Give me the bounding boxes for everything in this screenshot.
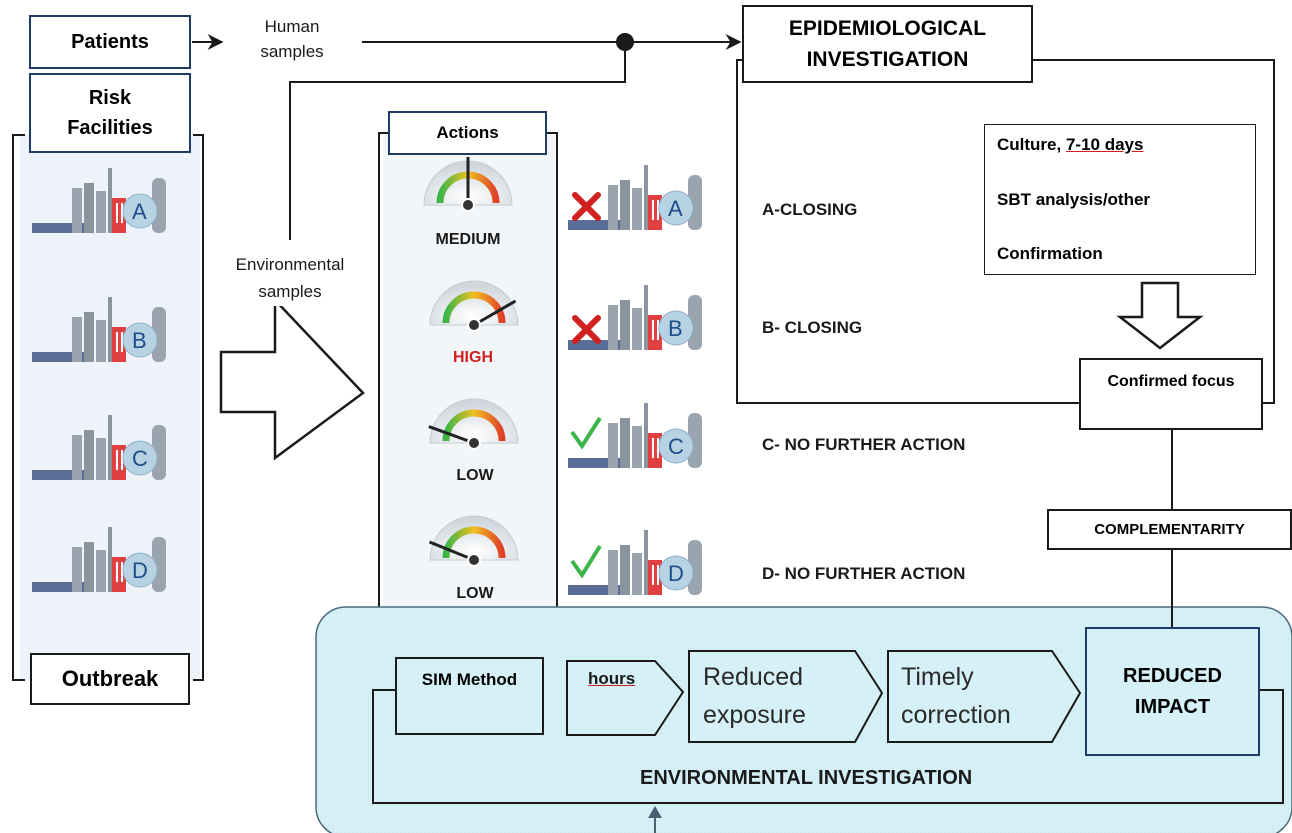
timely-correction-shape xyxy=(887,650,1082,743)
cross-icon-a xyxy=(572,192,601,221)
outbreak-box: Outbreak xyxy=(30,653,190,705)
check-icon-c xyxy=(570,416,602,450)
complementarity-box: COMPLEMENTARITY xyxy=(1047,509,1292,550)
reduced-exposure-label: Reduced exposure xyxy=(703,663,806,729)
outcome-c: C- NO FURTHER ACTION xyxy=(762,435,966,454)
outcome-b: B- CLOSING xyxy=(762,318,863,337)
lab-steps-box: Culture, 7-10 days SBT analysis/other Co… xyxy=(984,124,1256,275)
gauge-label-3: LOW xyxy=(456,585,494,602)
action-facility-b-icon xyxy=(567,284,703,351)
human-samples-label: Human samples xyxy=(260,17,324,61)
culture-step: Culture, 7-10 days xyxy=(997,135,1143,155)
check-icon-d xyxy=(570,544,602,579)
cross-icon-b xyxy=(572,315,601,344)
sbt-step: SBT analysis/other xyxy=(997,190,1151,209)
gauge-icon xyxy=(428,398,519,450)
gauge-label-0: MEDIUM xyxy=(435,231,501,248)
hours-arrow-shape xyxy=(566,660,685,736)
risk-facilities-label: Risk Facilities xyxy=(67,87,153,139)
timely-correction-label: Timely correction xyxy=(901,663,1011,729)
patients-box: Patients xyxy=(29,15,191,69)
outcome-d: D- NO FURTHER ACTION xyxy=(762,564,966,583)
gauge-icon xyxy=(429,280,519,332)
reduced-impact-label: REDUCED IMPACT xyxy=(1123,664,1222,718)
big-arrow xyxy=(219,296,365,461)
gauge-icon xyxy=(428,515,519,567)
culture-prefix: Culture, xyxy=(997,135,1066,154)
patients-label: Patients xyxy=(71,30,149,53)
gauge-icon xyxy=(423,157,513,212)
outbreak-label: Outbreak xyxy=(61,666,159,691)
gauge-label-1: HIGH xyxy=(453,349,493,366)
risk-facilities-box: Risk Facilities xyxy=(29,73,191,153)
environmental-samples-label: Environmental samples xyxy=(210,250,370,306)
action-facility-a-icon xyxy=(567,164,703,231)
culture-duration: 7-10 days xyxy=(1065,135,1144,154)
confirmation-step: Confirmation xyxy=(997,244,1103,263)
actions-label: Actions xyxy=(436,123,499,142)
confirmed-focus-label: Confirmed focus xyxy=(1107,373,1235,390)
epidemiological-investigation-label: EPIDEMIOLOGICAL INVESTIGATION xyxy=(788,17,987,71)
reduced-exposure-shape xyxy=(688,650,884,743)
outcome-a: A-CLOSING xyxy=(762,200,858,219)
sim-method-box: SIM Method xyxy=(395,657,544,735)
actions-box: Actions xyxy=(388,111,547,155)
complementarity-label: COMPLEMENTARITY xyxy=(1094,521,1245,538)
reduced-impact-box: REDUCED IMPACT xyxy=(1085,627,1260,756)
epidemiological-investigation-box: EPIDEMIOLOGICAL INVESTIGATION xyxy=(742,5,1033,83)
environmental-investigation-label: ENVIRONMENTAL INVESTIGATION xyxy=(640,767,973,789)
gauge-label-2: LOW xyxy=(456,467,494,484)
sim-method-label: SIM Method xyxy=(421,670,518,689)
hours-label: hours xyxy=(588,669,636,688)
confirmed-focus-box: Confirmed focus xyxy=(1079,358,1263,430)
